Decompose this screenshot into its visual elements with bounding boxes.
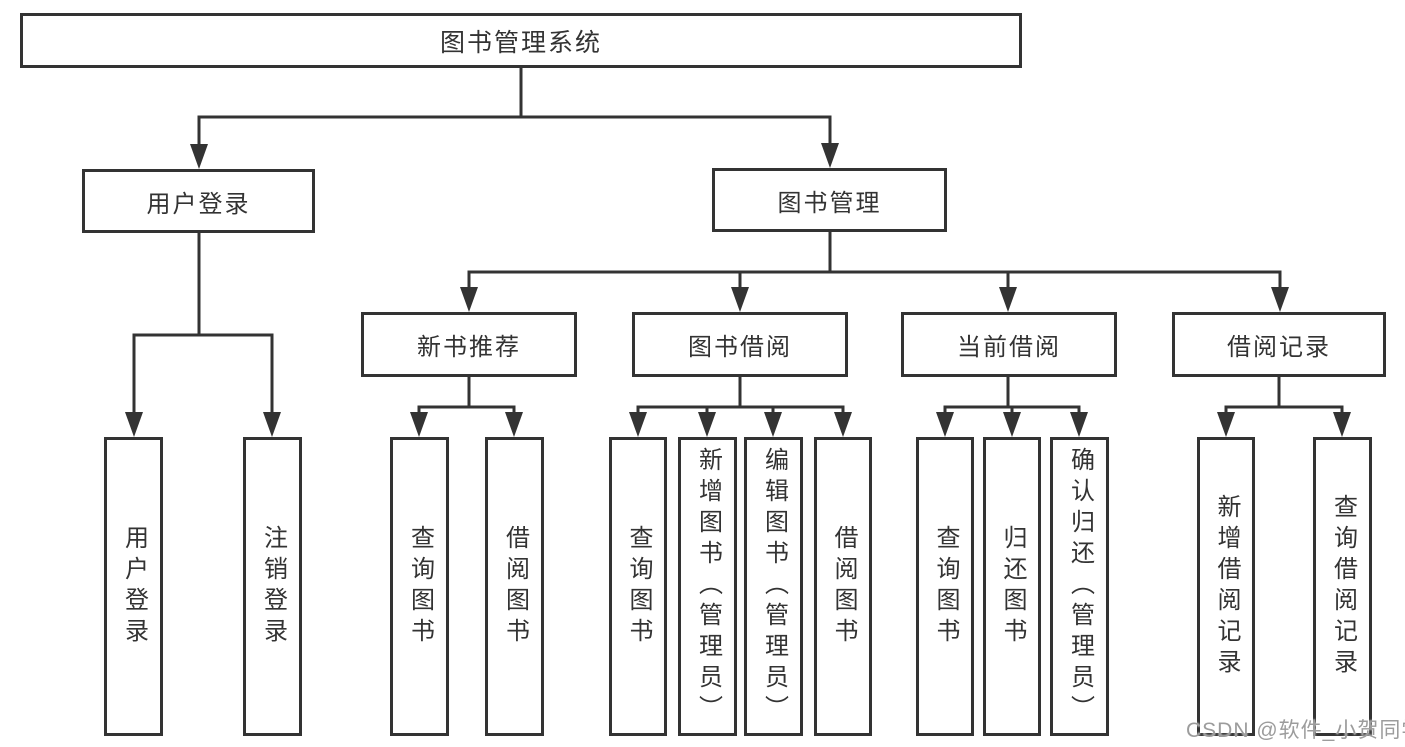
leaf-query-books-recommend: 查询图书	[390, 437, 449, 736]
node-book-borrow: 图书借阅	[632, 312, 848, 377]
node-current-borrow: 当前借阅	[901, 312, 1117, 377]
node-borrow-records: 借阅记录	[1172, 312, 1386, 377]
node-label: 用户登录	[120, 524, 148, 649]
node-label: 借阅记录	[1227, 334, 1331, 361]
leaf-query-books-current: 查询图书	[916, 437, 974, 736]
node-book-management: 图书管理	[712, 168, 947, 232]
node-new-book-recommend: 新书推荐	[361, 312, 577, 377]
node-root-library-system: 图书管理系统	[20, 13, 1022, 68]
node-label: 编辑图书（管理员）	[760, 447, 788, 726]
node-label: 查询图书	[932, 524, 959, 649]
node-label: 当前借阅	[957, 334, 1061, 361]
node-label: 查询图书	[406, 524, 434, 649]
leaf-add-books-admin: 新增图书（管理员）	[678, 437, 737, 736]
leaf-user-login: 用户登录	[104, 437, 163, 736]
node-label: 图书借阅	[688, 334, 792, 361]
node-user-login: 用户登录	[82, 169, 315, 233]
node-label: 归还图书	[999, 524, 1026, 649]
leaf-query-borrow-record: 查询借阅记录	[1313, 437, 1372, 736]
leaf-confirm-return-admin: 确认归还（管理员）	[1050, 437, 1109, 736]
node-label: 新增借阅记录	[1213, 493, 1240, 680]
node-label: 新书推荐	[417, 334, 521, 361]
leaf-borrow-books-recommend: 借阅图书	[485, 437, 544, 736]
node-label: 用户登录	[146, 190, 251, 218]
node-label: 图书管理系统	[439, 28, 602, 57]
node-label: 借阅图书	[830, 524, 857, 649]
leaf-borrow-books: 借阅图书	[814, 437, 872, 736]
node-label: 借阅图书	[501, 524, 529, 649]
node-label: 注销登录	[259, 524, 287, 649]
leaf-return-books: 归还图书	[983, 437, 1041, 736]
leaf-logout: 注销登录	[243, 437, 302, 736]
node-label: 确认归还（管理员）	[1066, 447, 1094, 726]
node-label: 查询图书	[625, 524, 652, 649]
leaf-edit-books-admin: 编辑图书（管理员）	[744, 437, 803, 736]
node-label: 查询借阅记录	[1329, 493, 1357, 680]
node-label: 新增图书（管理员）	[694, 447, 722, 726]
leaf-query-books-borrow: 查询图书	[609, 437, 667, 736]
leaf-add-borrow-record: 新增借阅记录	[1197, 437, 1255, 736]
node-label: 图书管理	[777, 189, 882, 217]
watermark-text: CSDN @软件_小贺同学	[1186, 719, 1405, 742]
